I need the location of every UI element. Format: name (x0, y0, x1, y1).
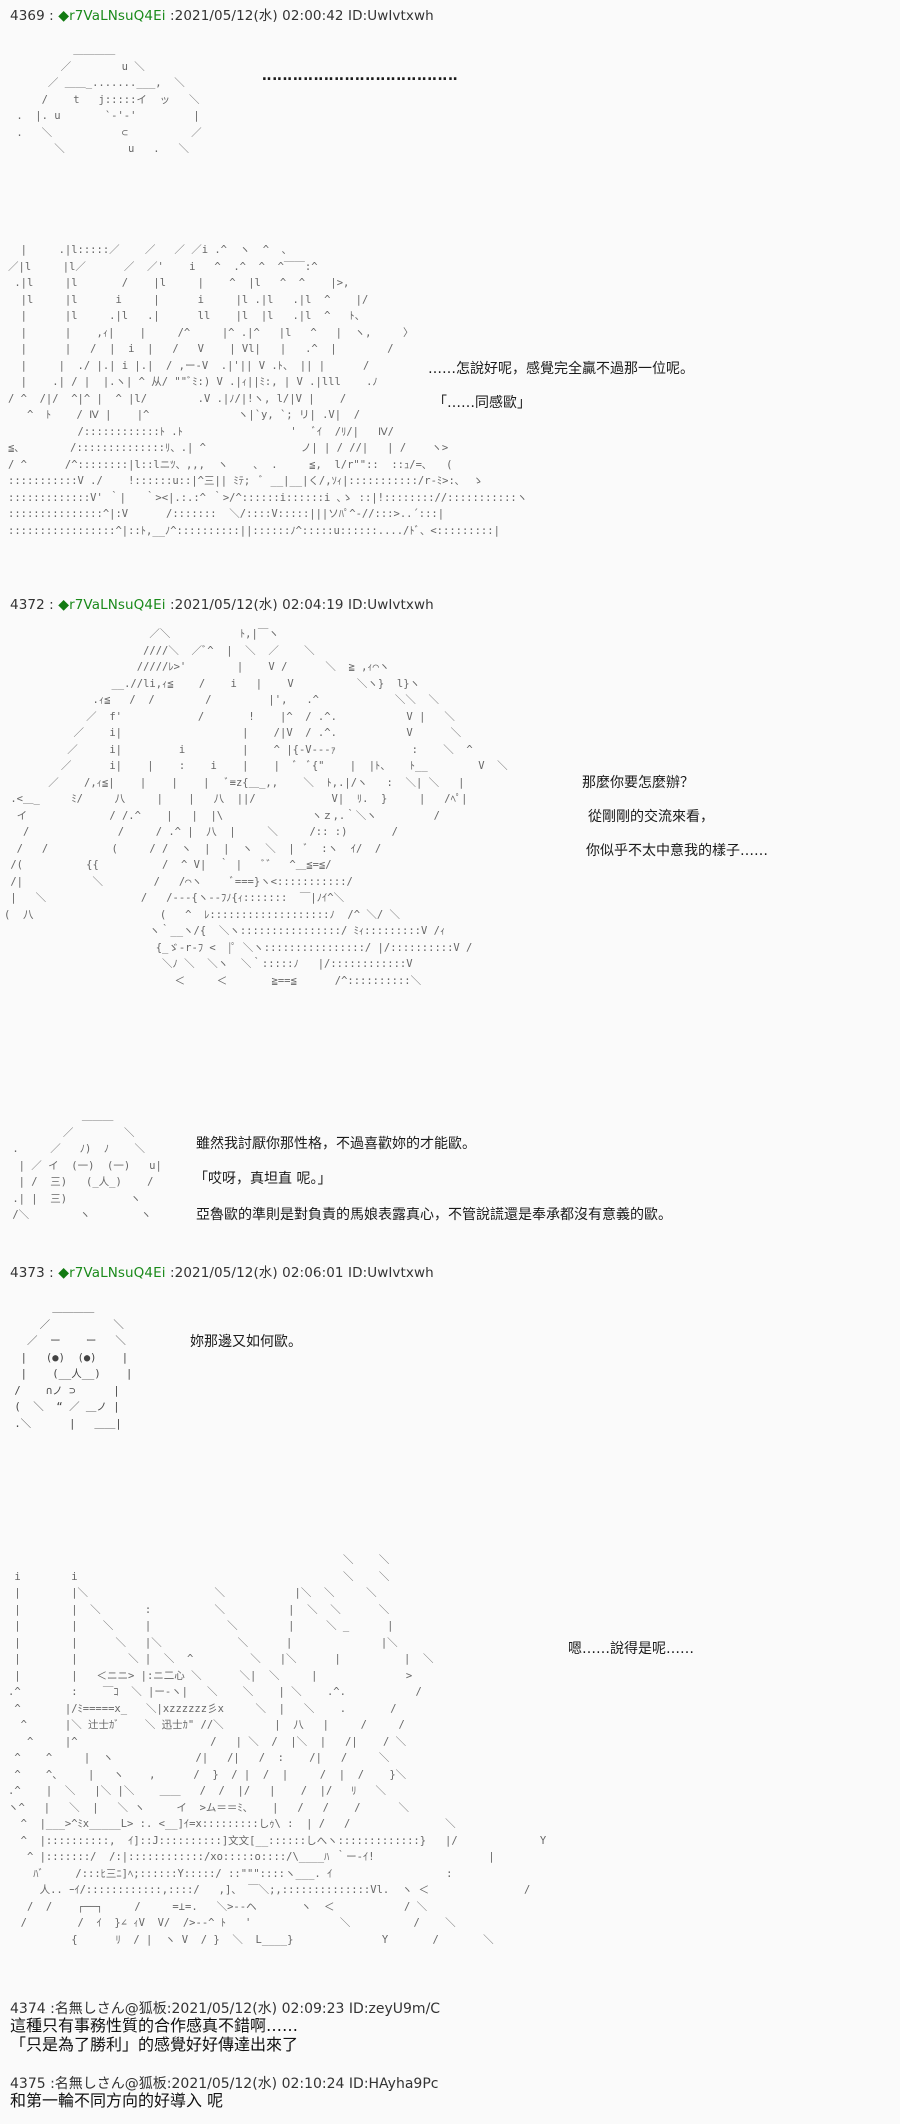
aa-art-yaruo-thinking: ＿＿＿ ／ ＼ . ／ ﾉ) ﾉ ＼ | ／ イ (一) (一) u| | / … (12, 1110, 162, 1221)
comment-header: 4374 :名無しさん@狐板:2021/05/12(水) 02:09:23 ID… (10, 2001, 441, 2017)
aa-art-yaruo-face: ＿＿＿＿ ／ ＼ ／ ー ー ＼ | (●) (●) | | (__人__) |… (14, 1302, 133, 1430)
dialogue-line: 從剛剛的交流來看， (588, 809, 714, 825)
dialogue-line: 亞魯歐的準則是對負責的馬娘表露真心，不管說謊還是奉承都沒有意義的歐。 (196, 1207, 672, 1223)
post-date: :2021/05/12(水) 02:06:01 ID:UwIvtxwh (165, 1265, 434, 1281)
post-number: 4369 (10, 8, 45, 24)
dialogue-ellipsis: ‥‥‥‥‥‥‥‥‥‥‥‥‥‥‥‥‥‥‥ (262, 68, 459, 84)
tripcode[interactable]: r7VaLNsuQ4Ei (69, 1265, 166, 1281)
post-number: 4372 (10, 597, 45, 613)
post-header: 4369 : ◆r7VaLNsuQ4Ei :2021/05/12(水) 02:0… (10, 8, 434, 24)
dialogue-line: 嗯……說得是呢…… (568, 1641, 694, 1657)
dialogue-line: 妳那邊又如何歐。 (190, 1334, 302, 1350)
dialogue-line: 「哎呀，真坦直 呢。」 (194, 1171, 332, 1187)
aa-art-group: | .|l:::::／ ／ ／ ／i .^ ヽ ^ ､ ／|l |l／ ／ ／'… (8, 244, 528, 537)
comment-line: 「只是為了勝利」的感覺好好傳達出來了 (10, 2035, 299, 2054)
post-header: 4373 : ◆r7VaLNsuQ4Ei :2021/05/12(水) 02:0… (10, 1265, 434, 1281)
aa-art-horse-girl: ／＼ ﾄ,|￣ヽ ////＼ ／ﾞ^ | ＼ ／ ＼ /////ﾚ>' | V … (4, 628, 508, 987)
trip-diamond-icon: ◆ (58, 1265, 70, 1281)
tripcode[interactable]: r7VaLNsuQ4Ei (69, 8, 166, 24)
comment-line: 和第一輪不同方向的好導入 呢 (10, 2091, 224, 2110)
trip-diamond-icon: ◆ (58, 8, 70, 24)
aa-art-surprised-face: ＿＿＿＿ ／ u ＼ ／ ＿＿_.......___, ＼ / t j:::::… (16, 44, 202, 155)
tripcode[interactable]: r7VaLNsuQ4Ei (69, 597, 166, 613)
comment-header: 4375 :名無しさん@狐板:2021/05/12(水) 02:10:24 ID… (10, 2076, 439, 2092)
trip-diamond-icon: ◆ (58, 597, 70, 613)
dialogue-line: 「……同感歐」 (433, 395, 531, 411)
dialogue-line: 那麼你要怎麼辦？ (582, 775, 694, 791)
dialogue-line: 你似乎不太中意我的樣子…… (586, 843, 768, 859)
post-header: 4372 : ◆r7VaLNsuQ4Ei :2021/05/12(水) 02:0… (10, 597, 434, 613)
post-date: :2021/05/12(水) 02:00:42 ID:UwIvtxwh (165, 8, 434, 24)
dialogue-line: 雖然我討厭你那性格，不過喜歡妳的才能歐。 (196, 1136, 476, 1152)
post-date: :2021/05/12(水) 02:04:19 ID:UwIvtxwh (165, 597, 434, 613)
comment-line: 這種只有事務性質的合作感真不錯啊…… (10, 2016, 299, 2035)
post-number: 4373 (10, 1265, 45, 1281)
aa-art-horse-girl-2: ＼ ＼ i i ＼ ＼ | |＼ ＼ |＼ ＼ ＼ | | ＼ : ＼ | ＼ … (8, 1554, 547, 1946)
dialogue-line: ……怎說好呢，感覺完全贏不過那一位呢。 (428, 361, 694, 377)
